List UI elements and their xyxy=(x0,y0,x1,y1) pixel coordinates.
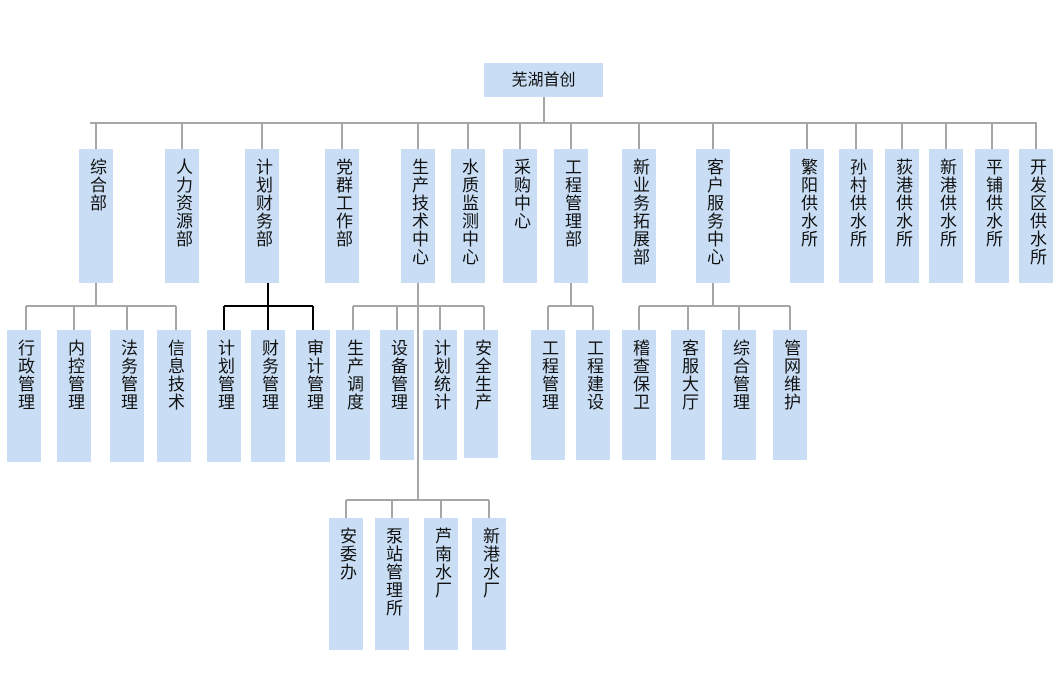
sub-shengchan-1: 生产调度 xyxy=(336,330,370,460)
dept-label: 荻港供水所 xyxy=(892,158,912,248)
root-node: 芜湖首创 xyxy=(484,63,603,97)
sub-label: 审计管理 xyxy=(303,339,323,411)
sub-label: 泵站管理所 xyxy=(382,527,402,617)
sub-label: 新港水厂 xyxy=(479,527,499,599)
sub-zonghe-3: 法务管理 xyxy=(110,330,144,462)
sub-lower-4: 新港水厂 xyxy=(472,518,506,650)
dept-shuizhi: 水质监测中心 xyxy=(451,149,485,283)
sub-label: 安全生产 xyxy=(471,339,491,411)
sub-kehu-4: 管网维护 xyxy=(773,330,807,460)
dept-caigou: 采购中心 xyxy=(503,149,537,283)
sub-gongcheng-1: 工程管理 xyxy=(531,330,565,460)
dept-digang: 荻港供水所 xyxy=(885,149,919,283)
sub-label: 设备管理 xyxy=(387,339,407,411)
sub-label: 财务管理 xyxy=(258,339,278,411)
sub-label: 管网维护 xyxy=(780,339,800,411)
sub-label: 工程建设 xyxy=(583,339,603,411)
sub-zonghe-2: 内控管理 xyxy=(57,330,91,462)
dept-caiwu: 计划财务部 xyxy=(245,149,279,283)
sub-label: 法务管理 xyxy=(117,339,137,411)
dept-label: 繁阳供水所 xyxy=(797,158,817,248)
sub-kehu-3: 综合管理 xyxy=(722,330,756,460)
dept-renli: 人力资源部 xyxy=(165,149,199,283)
dept-label: 平铺供水所 xyxy=(982,158,1002,248)
sub-label: 芦南水厂 xyxy=(431,527,451,599)
dept-label: 工程管理部 xyxy=(561,158,581,248)
dept-shengchan: 生产技术中心 xyxy=(401,149,435,283)
sub-label: 生产调度 xyxy=(343,339,363,411)
dept-xingang: 新港供水所 xyxy=(929,149,963,283)
dept-label: 综合部 xyxy=(86,158,106,212)
dept-label: 孙村供水所 xyxy=(846,158,866,248)
dept-label: 新港供水所 xyxy=(936,158,956,248)
sub-label: 综合管理 xyxy=(729,339,749,411)
sub-label: 计划管理 xyxy=(214,339,234,411)
dept-label: 客户服务中心 xyxy=(703,158,723,266)
sub-lower-1: 安委办 xyxy=(329,518,363,650)
dept-suncun: 孙村供水所 xyxy=(839,149,873,283)
sub-zonghe-1: 行政管理 xyxy=(7,330,41,462)
dept-gongcheng: 工程管理部 xyxy=(554,149,588,283)
dept-label: 计划财务部 xyxy=(252,158,272,248)
sub-label: 客服大厅 xyxy=(678,339,698,411)
dept-dangqun: 党群工作部 xyxy=(325,149,359,283)
dept-fanyang: 繁阳供水所 xyxy=(790,149,824,283)
sub-label: 行政管理 xyxy=(14,339,34,411)
sub-label: 安委办 xyxy=(336,527,356,581)
sub-label: 信息技术 xyxy=(164,339,184,411)
dept-label: 生产技术中心 xyxy=(408,158,428,266)
dept-label: 开发区供水所 xyxy=(1026,158,1046,266)
sub-caiwu-2: 财务管理 xyxy=(251,330,285,462)
sub-caiwu-1: 计划管理 xyxy=(207,330,241,462)
root-label: 芜湖首创 xyxy=(511,70,576,89)
dept-zonghe: 综合部 xyxy=(79,149,113,283)
dept-label: 人力资源部 xyxy=(172,158,192,248)
sub-caiwu-3: 审计管理 xyxy=(296,330,330,462)
sub-label: 计划统计 xyxy=(430,339,450,411)
sub-label: 内控管理 xyxy=(64,339,84,411)
sub-kehu-1: 稽查保卫 xyxy=(622,330,656,460)
dept-label: 采购中心 xyxy=(510,158,530,230)
sub-zonghe-4: 信息技术 xyxy=(157,330,191,462)
sub-label: 稽查保卫 xyxy=(629,339,649,411)
dept-xinyewu: 新业务拓展部 xyxy=(622,149,656,283)
dept-label: 新业务拓展部 xyxy=(629,158,649,266)
dept-label: 党群工作部 xyxy=(332,158,352,248)
sub-label: 工程管理 xyxy=(538,339,558,411)
dept-kaifaqu: 开发区供水所 xyxy=(1019,149,1053,283)
sub-lower-2: 泵站管理所 xyxy=(375,518,409,650)
sub-gongcheng-2: 工程建设 xyxy=(576,330,610,460)
dept-pingpu: 平铺供水所 xyxy=(975,149,1009,283)
sub-kehu-2: 客服大厅 xyxy=(671,330,705,460)
dept-kehu: 客户服务中心 xyxy=(696,149,730,283)
sub-lower-3: 芦南水厂 xyxy=(424,518,458,650)
sub-shengchan-4: 安全生产 xyxy=(464,330,498,458)
sub-shengchan-3: 计划统计 xyxy=(423,330,457,460)
sub-shengchan-2: 设备管理 xyxy=(380,330,414,460)
dept-label: 水质监测中心 xyxy=(458,158,478,266)
